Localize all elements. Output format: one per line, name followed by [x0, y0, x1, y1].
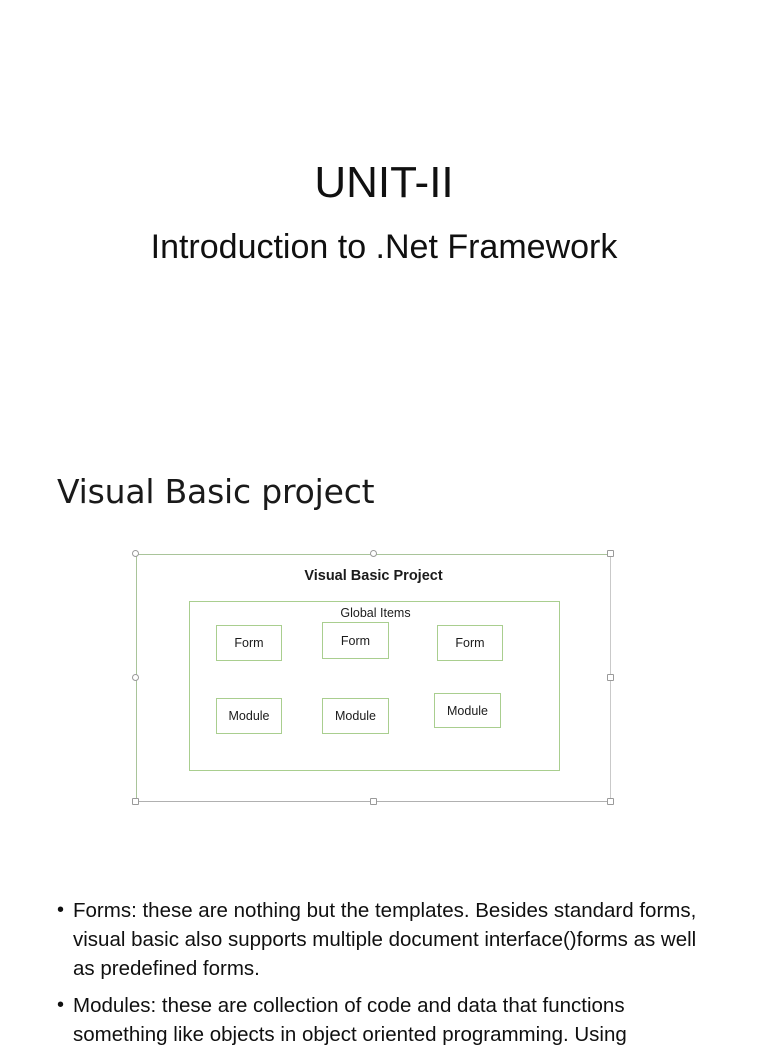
bullet-list: • Forms: these are nothing but the templ… — [57, 896, 717, 1058]
section-heading: Visual Basic project — [57, 472, 375, 511]
slide-title: UNIT-II — [314, 158, 454, 207]
selection-handle-bottom-right[interactable] — [607, 798, 614, 805]
bullet-marker-icon: • — [57, 994, 65, 1017]
diagram-box-module-2: Module — [322, 698, 389, 734]
list-item: • Forms: these are nothing but the templ… — [57, 896, 717, 983]
diagram-picture[interactable]: Visual Basic Project Global Items Form F… — [132, 550, 614, 805]
selection-handle-top-center[interactable] — [370, 550, 377, 557]
selection-handle-bottom-left[interactable] — [132, 798, 139, 805]
slide-subtitle: Introduction to .Net Framework — [150, 228, 618, 266]
diagram-box-form-2: Form — [322, 622, 389, 659]
selection-handle-middle-right[interactable] — [607, 674, 614, 681]
global-items-label: Global Items — [340, 606, 411, 620]
diagram-box-module-3: Module — [434, 693, 501, 728]
selection-handle-middle-left[interactable] — [132, 674, 139, 681]
bullet-text: Forms: these are nothing but the templat… — [73, 899, 697, 981]
selection-handle-bottom-center[interactable] — [370, 798, 377, 805]
diagram-box-form-3: Form — [437, 625, 503, 661]
bullet-marker-icon: • — [57, 899, 65, 921]
selection-handle-top-left[interactable] — [132, 550, 139, 557]
selection-handle-top-right[interactable] — [607, 550, 614, 557]
diagram-title: Visual Basic Project — [304, 568, 443, 584]
list-item: • Modules: these are collection of code … — [57, 991, 717, 1049]
bullet-text: Modules: these are collection of code an… — [73, 994, 627, 1047]
diagram-box-form-1: Form — [216, 625, 282, 661]
diagram-box-module-1: Module — [216, 698, 282, 734]
